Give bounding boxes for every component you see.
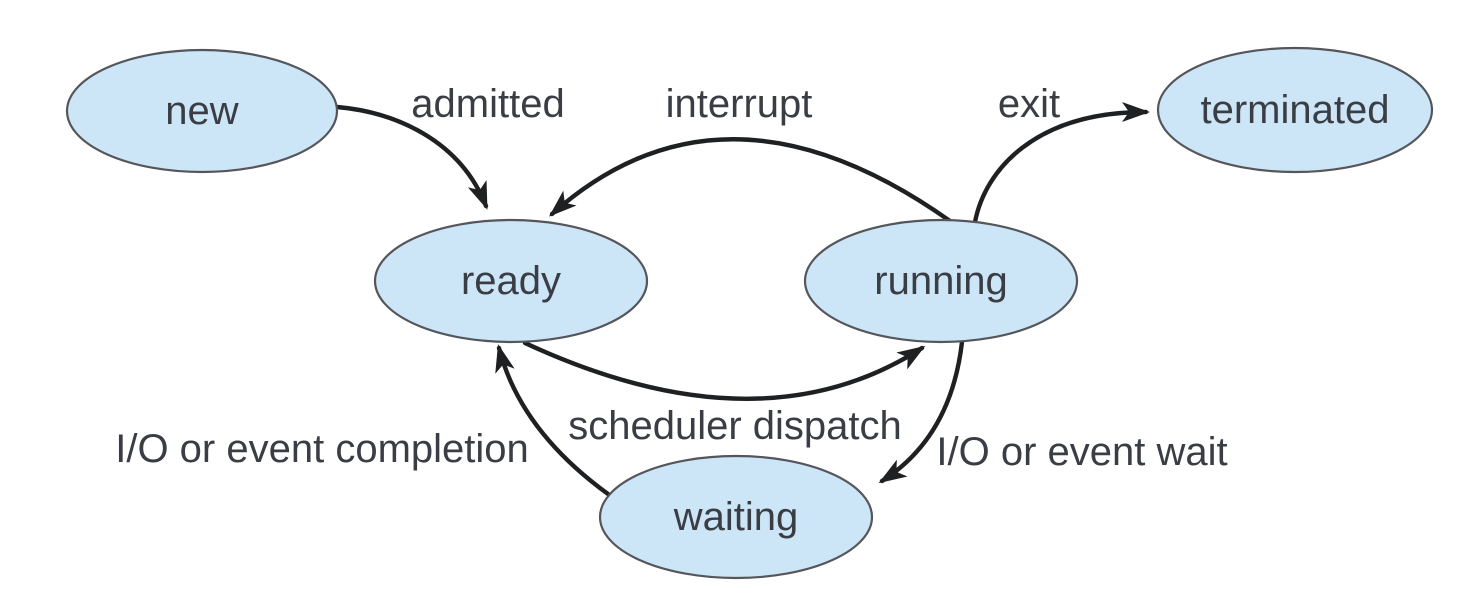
state-label-ready: ready: [461, 259, 561, 303]
transition-arrow-scheduler-dispatch: [522, 340, 926, 401]
transition-arrow-admitted: [334, 104, 489, 210]
state-label-new: new: [165, 89, 238, 133]
state-node-waiting: [598, 454, 874, 580]
state-node-new: [65, 48, 339, 174]
transition-arrow-exit: [972, 102, 1150, 225]
state-label-terminated: terminated: [1201, 88, 1390, 132]
state-node-terminated: [1156, 46, 1434, 174]
transition-arrow-io-event-completion: [495, 344, 611, 497]
state-node-ready: [373, 218, 649, 344]
transition-label-scheduler-dispatch: scheduler dispatch: [568, 404, 902, 448]
transition-label-io-event-wait: I/O or event wait: [936, 430, 1227, 474]
transition-label-admitted: admitted: [411, 82, 564, 126]
state-label-waiting: waiting: [673, 495, 799, 539]
state-label-running: running: [874, 259, 1007, 303]
transition-arrow-io-event-wait: [878, 339, 965, 484]
transition-label-interrupt: interrupt: [666, 82, 813, 126]
transition-arrow-interrupt: [549, 137, 953, 224]
transition-label-exit: exit: [998, 82, 1060, 126]
state-node-running: [803, 218, 1079, 344]
transition-label-io-event-completion: I/O or event completion: [115, 427, 529, 471]
